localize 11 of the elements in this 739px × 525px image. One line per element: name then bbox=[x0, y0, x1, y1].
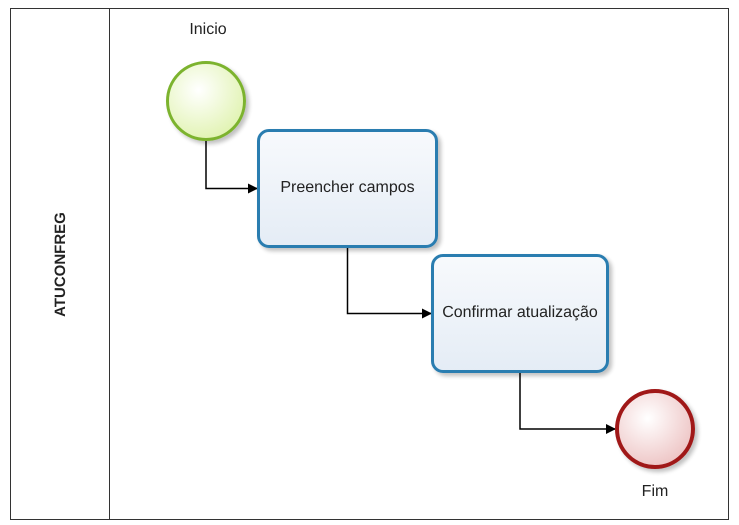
pool-label: ATUCONFREG bbox=[52, 212, 68, 316]
event-label: Fim bbox=[642, 483, 668, 500]
task-box bbox=[431, 254, 609, 373]
arrow bbox=[346, 248, 432, 318]
task-box bbox=[257, 129, 438, 248]
task-label: Preencher campos bbox=[280, 178, 415, 198]
event-label: Inicio bbox=[189, 21, 227, 38]
task-label: Confirmar atualização bbox=[442, 303, 598, 324]
arrow bbox=[519, 373, 616, 434]
pool bbox=[10, 8, 729, 520]
arrow bbox=[205, 141, 258, 194]
